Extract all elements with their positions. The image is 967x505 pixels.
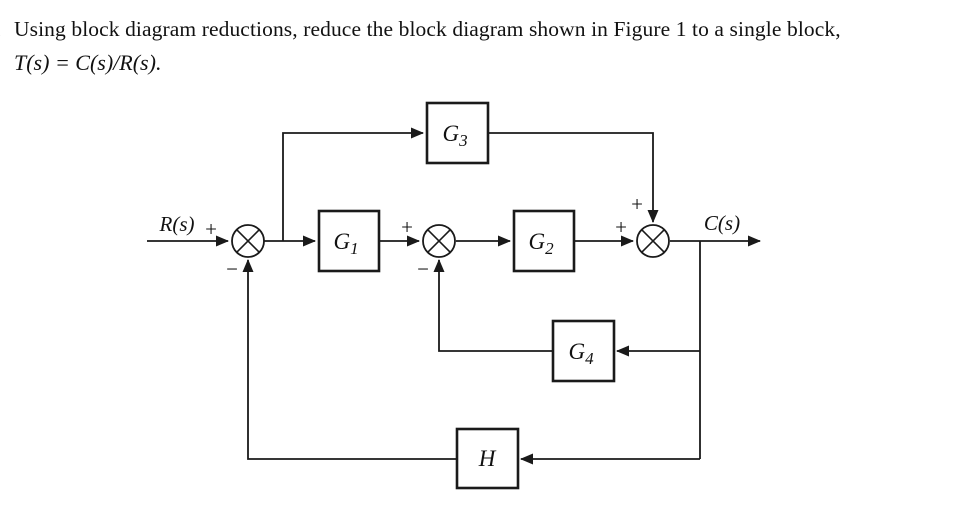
g1-box [317,209,381,273]
g4-label-sub: 4 [585,349,594,368]
g4-box [551,319,616,383]
sum3-cross-line [641,229,665,253]
summing-junction-1: + − [205,217,265,281]
g3-label: G3 [442,121,467,150]
g3-label-sub: 3 [458,131,468,150]
h-label: H [478,446,497,471]
sum2-cross-line [427,229,451,253]
g3-label-main: G [442,121,459,146]
g4-label: G4 [568,339,594,368]
block-g1: G1 [317,209,381,273]
block-g3: G3 [425,101,490,165]
g3-to-sum3-wire [488,132,659,223]
block-h: H [455,427,520,490]
g4-to-sum2-wire [433,259,553,352]
sum1-minus-sign: − [226,257,238,281]
sum1-cross-line [236,229,260,253]
g1-label-sub: 1 [350,239,359,258]
h-label-main: H [478,446,497,471]
summing-junction-3: + + [615,192,670,258]
sum2-plus-sign: + [401,215,413,239]
output-signal-label: C(s) [704,211,740,235]
sum2-minus-sign: − [417,257,429,281]
question-formula: T(s) = C(s)/R(s). [14,50,162,75]
question-line-1: Using block diagram reductions, reduce t… [14,17,841,41]
g4-label-main: G [568,339,585,364]
g2-label-sub: 2 [545,239,554,258]
block-g4: G4 [551,319,616,383]
sum1-plus-sign: + [205,217,217,241]
h-to-sum1-wire [242,259,457,460]
sum3-plus-left-sign: + [615,215,627,239]
g2-label-main: G [528,229,545,254]
sum3-plus-top-sign: + [631,192,643,216]
summing-junction-2: + − [401,215,456,281]
g1-label-main: G [333,229,350,254]
g1-label: G1 [333,229,358,258]
branch-to-g3-wire [282,127,424,241]
g3-box [425,101,490,165]
h-box [455,427,520,490]
list-marker: . [0,17,2,43]
g2-box [512,209,576,273]
input-signal-label: R(s) [159,212,195,236]
g2-label: G2 [528,229,554,258]
block-g2: G2 [512,209,576,273]
